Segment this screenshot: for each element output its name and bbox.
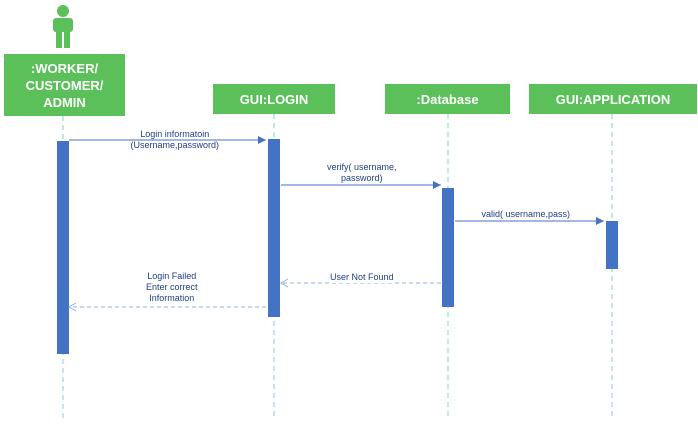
arrowhead-valid bbox=[596, 217, 604, 225]
message-label-line: Login Failed bbox=[147, 270, 197, 281]
message-label-line: Enter correct bbox=[146, 281, 198, 292]
participant-application: GUI:APPLICATION bbox=[529, 84, 697, 114]
participant-label: :WORKER/ bbox=[30, 60, 99, 76]
message-label-verify: verify( username,password) bbox=[327, 162, 397, 184]
participant-label: CUSTOMER/ bbox=[25, 77, 104, 93]
participant-login: GUI:LOGIN bbox=[213, 84, 335, 114]
message-label-line: Information bbox=[149, 292, 195, 303]
message-label-login-info: Login informatoin(Username,password) bbox=[131, 129, 220, 151]
message-label-line: valid( username,pass) bbox=[481, 209, 571, 219]
activation-bar-login bbox=[268, 139, 280, 317]
participant-label: :Database bbox=[416, 91, 479, 107]
participant-actor: :WORKER/CUSTOMER/ADMIN bbox=[4, 54, 125, 116]
message-label-line: password) bbox=[341, 173, 383, 183]
participant-label: GUI:LOGIN bbox=[239, 91, 309, 107]
activation-bar-actor bbox=[57, 141, 69, 354]
arrowhead-login-info bbox=[258, 136, 266, 144]
message-label-line: Login informatoin bbox=[140, 129, 210, 139]
participant-label: GUI:APPLICATION bbox=[555, 91, 671, 107]
arrowhead-user-not-found bbox=[279, 278, 289, 288]
message-label-line: (Username,password) bbox=[130, 140, 220, 150]
message-label-line: verify( username, bbox=[327, 162, 397, 172]
message-label-valid: valid( username,pass) bbox=[482, 209, 571, 220]
activation-bar-database bbox=[442, 188, 454, 307]
message-label-line: User Not Found bbox=[330, 271, 394, 282]
person-icon bbox=[53, 5, 73, 48]
participant-database: :Database bbox=[385, 84, 510, 114]
arrowhead-login-failed bbox=[67, 302, 77, 312]
arrowhead-verify bbox=[433, 181, 441, 189]
message-label-user-not-found: User Not Found bbox=[330, 271, 394, 283]
participant-label: ADMIN bbox=[43, 94, 86, 110]
activation-bar-application bbox=[606, 221, 618, 269]
